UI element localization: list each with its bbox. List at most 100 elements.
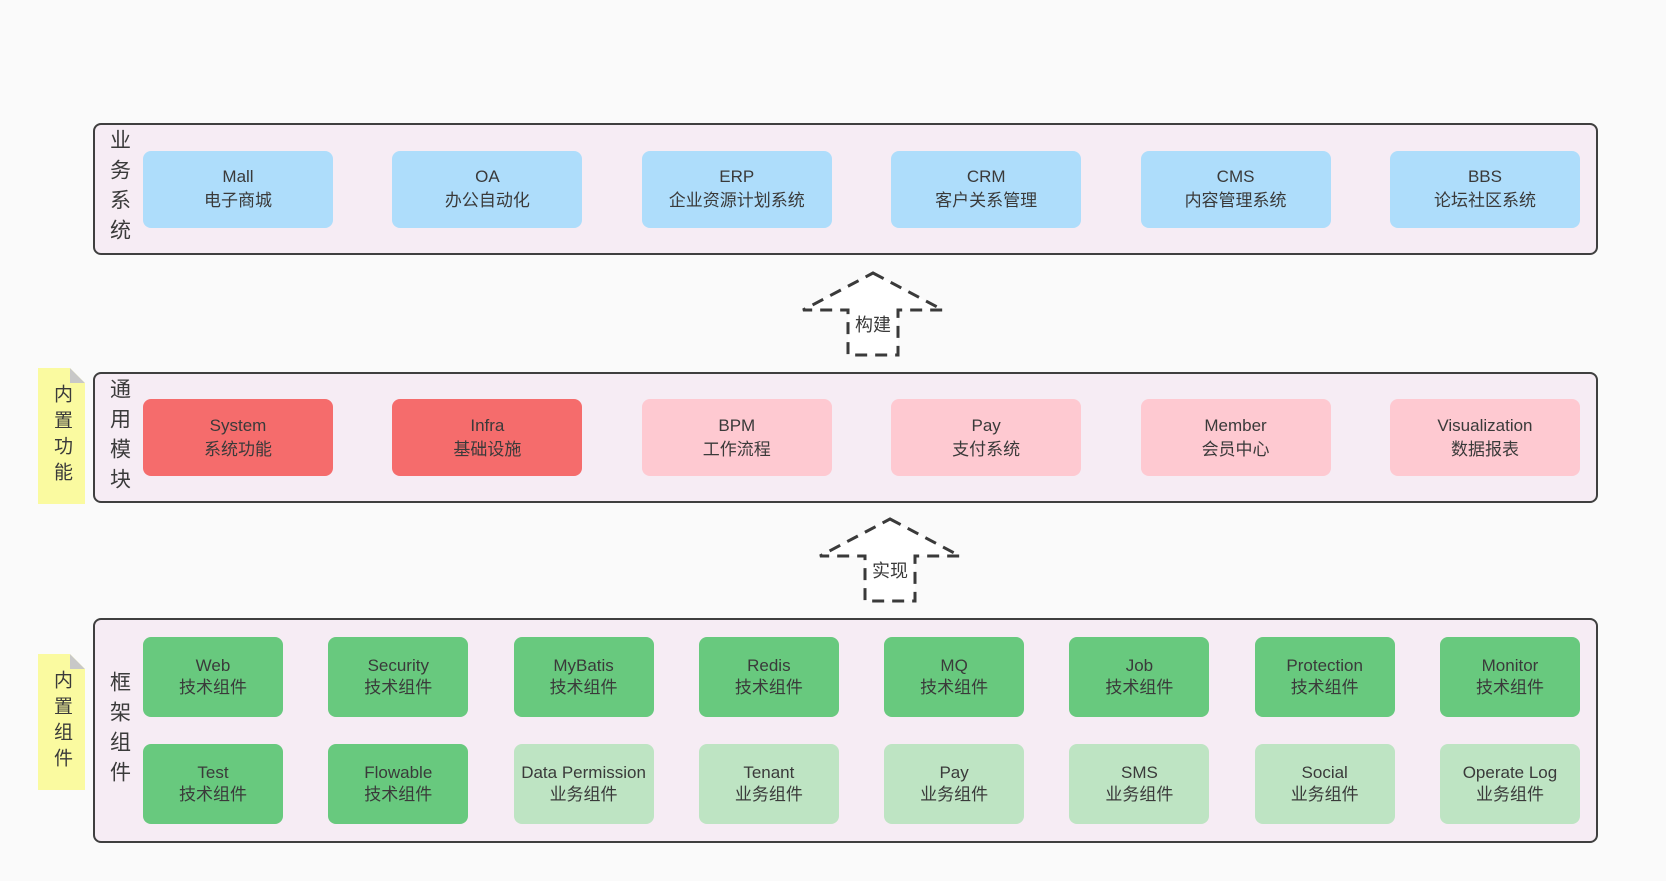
box-mq: MQ 技术组件: [884, 637, 1025, 717]
box-subtitle: 技术组件: [364, 785, 433, 804]
box-erp: ERP 企业资源计划系统: [641, 150, 832, 228]
box-title: System: [209, 415, 267, 435]
box-bpm: BPM 工作流程: [641, 399, 832, 476]
component-boxes: Web 技术组件 Security 技术组件 MyBatis 技术组件 Redi…: [143, 637, 1596, 824]
box-title: Tenant: [743, 762, 795, 782]
box-system: System 系统功能: [143, 399, 333, 476]
layer-side-label: 通用模块: [95, 378, 143, 498]
implement-arrow: 实现: [817, 516, 963, 604]
box-title: Security: [367, 655, 429, 675]
business-layer-title: 业务系统: [107, 129, 131, 249]
box-title: Social: [1301, 762, 1348, 782]
box-title: CRM: [966, 167, 1006, 187]
box-subtitle: 技术组件: [179, 785, 247, 804]
box-redis: Redis 技术组件: [698, 637, 839, 717]
box-title: Protection: [1286, 655, 1363, 675]
box-operate-log: Operate Log 业务组件: [1439, 744, 1580, 824]
layer-side-label: 框架组件: [95, 671, 143, 791]
build-arrow: 构建: [800, 270, 946, 358]
box-title: Monitor: [1481, 655, 1539, 675]
box-title: OA: [475, 167, 500, 187]
box-security: Security 技术组件: [328, 637, 469, 717]
box-subtitle: 业务组件: [1105, 785, 1174, 804]
box-subtitle: 技术组件: [364, 678, 433, 697]
box-subtitle: 业务组件: [1290, 785, 1359, 804]
box-subtitle: 数据报表: [1450, 439, 1519, 459]
box-job: Job 技术组件: [1069, 637, 1210, 717]
box-title: Job: [1125, 655, 1154, 675]
box-protection: Protection 技术组件: [1254, 637, 1395, 717]
box-visualization: Visualization 数据报表: [1389, 399, 1580, 476]
module-boxes: System 系统功能 Infra 基础设施 BPM 工作流程 Pay 支付系统…: [143, 399, 1596, 476]
sticky-note-builtin-features: 内置功能: [38, 368, 85, 504]
box-subtitle: 系统功能: [204, 439, 272, 459]
box-title: Member: [1204, 415, 1267, 435]
box-title: BBS: [1467, 167, 1502, 187]
box-oa: OA 办公自动化: [392, 150, 583, 228]
box-mybatis: MyBatis 技术组件: [513, 637, 654, 717]
box-cms: CMS 内容管理系统: [1140, 150, 1331, 228]
box-subtitle: 电子商城: [204, 191, 272, 210]
business-boxes: Mall 电子商城 OA 办公自动化 ERP 企业资源计划系统 CRM 客户关系…: [143, 150, 1596, 228]
arrow-label-build: 构建: [850, 310, 896, 338]
box-subtitle: 工作流程: [702, 439, 771, 459]
sticky-label: 内置组件: [51, 670, 72, 774]
box-title: BPM: [718, 415, 756, 435]
box-subtitle: 业务组件: [734, 785, 803, 804]
box-social: Social 业务组件: [1254, 744, 1395, 824]
box-subtitle: 内容管理系统: [1184, 191, 1287, 210]
box-title: Test: [197, 762, 229, 782]
box-subtitle: 技术组件: [1105, 678, 1174, 697]
box-title: ERP: [719, 167, 755, 187]
box-bbs: BBS 论坛社区系统: [1389, 150, 1580, 228]
component-row-1: Web 技术组件 Security 技术组件 MyBatis 技术组件 Redi…: [143, 637, 1580, 717]
box-subtitle: 业务组件: [920, 785, 989, 804]
framework-components-layer: 框架组件 Web 技术组件 Security 技术组件 MyBatis 技术组件…: [93, 618, 1598, 843]
box-web: Web 技术组件: [143, 637, 283, 717]
box-sms: SMS 业务组件: [1069, 744, 1210, 824]
box-title: Pay: [971, 415, 1001, 435]
box-title: Operate Log: [1462, 762, 1558, 782]
arrow-label-implement: 实现: [867, 556, 913, 584]
layer-side-label: 业务系统: [95, 129, 143, 249]
business-systems-layer: 业务系统 Mall 电子商城 OA 办公自动化 ERP 企业资源计划系统 CRM…: [93, 123, 1598, 255]
box-subtitle: 技术组件: [920, 678, 989, 697]
box-monitor: Monitor 技术组件: [1439, 637, 1580, 717]
box-subtitle: 技术组件: [1475, 678, 1544, 697]
box-title: Mall: [222, 167, 254, 187]
box-pay-biz: Pay 业务组件: [884, 744, 1025, 824]
box-subtitle: 技术组件: [1290, 678, 1359, 697]
box-tenant: Tenant 业务组件: [698, 744, 839, 824]
box-title: SMS: [1120, 762, 1158, 782]
folded-corner-icon: [70, 654, 85, 669]
box-title: Web: [195, 655, 231, 675]
box-title: Redis: [747, 655, 791, 675]
box-subtitle: 办公自动化: [444, 191, 530, 210]
box-subtitle: 论坛社区系统: [1433, 191, 1536, 210]
sticky-label: 内置功能: [51, 384, 72, 488]
box-subtitle: 会员中心: [1201, 439, 1270, 459]
box-title: Flowable: [364, 762, 433, 782]
box-infra: Infra 基础设施: [392, 399, 583, 476]
sticky-note-builtin-components: 内置组件: [38, 654, 85, 790]
box-subtitle: 技术组件: [179, 678, 247, 697]
box-title: CMS: [1216, 167, 1255, 187]
box-crm: CRM 客户关系管理: [891, 150, 1082, 228]
common-modules-layer: 通用模块 System 系统功能 Infra 基础设施 BPM 工作流程 Pay…: [93, 372, 1598, 503]
box-title: Visualization: [1437, 415, 1533, 435]
box-title: Pay: [939, 762, 969, 782]
box-pay: Pay 支付系统: [891, 399, 1082, 476]
box-subtitle: 业务组件: [549, 785, 618, 804]
box-title: Data Permission: [521, 762, 646, 782]
box-test: Test 技术组件: [143, 744, 283, 824]
box-subtitle: 支付系统: [952, 439, 1021, 459]
box-flowable: Flowable 技术组件: [328, 744, 469, 824]
box-subtitle: 技术组件: [549, 678, 618, 697]
box-subtitle: 企业资源计划系统: [668, 191, 805, 210]
box-mall: Mall 电子商城: [143, 150, 333, 228]
component-row-2: Test 技术组件 Flowable 技术组件 Data Permission …: [143, 744, 1580, 824]
components-layer-title: 框架组件: [107, 670, 131, 791]
box-title: Infra: [470, 415, 505, 435]
box-title: MyBatis: [553, 655, 614, 675]
modules-layer-title: 通用模块: [107, 377, 131, 498]
